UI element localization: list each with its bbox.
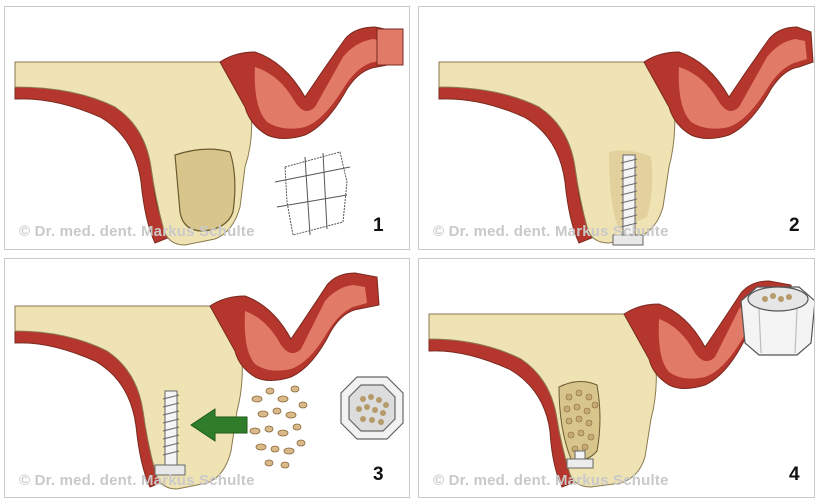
watermark: © Dr. med. dent. Markus Schulte bbox=[19, 223, 255, 240]
step-number: 1 bbox=[373, 215, 384, 237]
watermark: © Dr. med. dent. Markus Schulte bbox=[433, 472, 669, 489]
step-number: 4 bbox=[789, 464, 800, 486]
jaw-illustration-4 bbox=[419, 259, 815, 498]
graft-container bbox=[341, 377, 403, 439]
panel-step-2: © Dr. med. dent. Markus Schulte 2 bbox=[418, 6, 815, 250]
watermark: © Dr. med. dent. Markus Schulte bbox=[19, 472, 255, 489]
mucosa-flap-end bbox=[377, 29, 403, 65]
watermark: © Dr. med. dent. Markus Schulte bbox=[433, 223, 669, 240]
graft-container-empty bbox=[741, 287, 815, 355]
step-number: 3 bbox=[373, 464, 384, 486]
panel-step-1: © Dr. med. dent. Markus Schulte 1 bbox=[4, 6, 410, 250]
jaw-illustration-2 bbox=[419, 7, 815, 250]
screw-sketch bbox=[275, 152, 350, 235]
panel-step-4: © Dr. med. dent. Markus Schulte 4 bbox=[418, 258, 815, 498]
step-number: 2 bbox=[789, 215, 800, 237]
panel-step-3: © Dr. med. dent. Markus Schulte 3 bbox=[4, 258, 410, 498]
jaw-illustration-1 bbox=[5, 7, 410, 250]
jaw-illustration-3 bbox=[5, 259, 410, 498]
particulate-graft-chips bbox=[250, 386, 307, 468]
bone-block-graft bbox=[175, 149, 235, 231]
